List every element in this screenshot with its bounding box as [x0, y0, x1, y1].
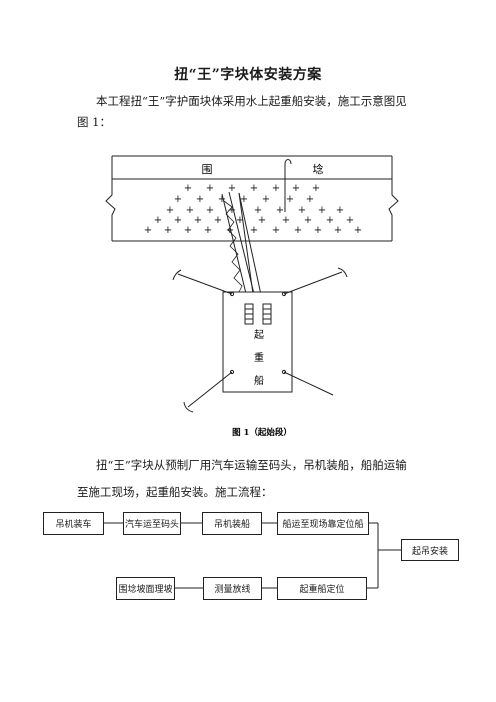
block-plus-mark: + [206, 205, 214, 216]
block-plus-mark: + [314, 225, 322, 236]
flow-step-survey: 测量放线 [203, 577, 262, 600]
block-plus-mark: + [164, 225, 172, 236]
para2-line-1: 扭“王”字块从预制厂用汽车运输至码头，吊机装船，船舶运输 [96, 458, 407, 472]
construction-diagram: 围 埝 ++++++++++++++++++++++++++++++++++++… [105, 155, 399, 438]
block-plus-mark: + [228, 183, 236, 194]
block-plus-mark: + [186, 205, 194, 216]
block-plus-mark: + [334, 225, 342, 236]
block-plus-mark: + [206, 183, 214, 194]
intro-line-2: 图 1： [77, 115, 111, 129]
crane-ship [222, 291, 293, 393]
block-plus-mark: + [204, 225, 212, 236]
left-break-symbol [105, 156, 116, 241]
hook-icon [284, 159, 292, 165]
ship-label-char-1: 起 [254, 329, 264, 341]
block-plus-mark: + [184, 225, 192, 236]
ship-label-char-2: 重 [254, 351, 264, 364]
block-plus-mark: + [346, 215, 354, 226]
block-plus-mark: + [240, 194, 248, 205]
block-plus-mark: + [236, 215, 244, 226]
block-plus-mark: + [254, 205, 262, 216]
flow-step-load-ship: 吊机装船 [202, 512, 262, 535]
block-plus-mark: + [294, 225, 302, 236]
block-plus-mark: + [306, 194, 314, 205]
right-break-symbol [388, 156, 399, 241]
flow-step-truck-to-wharf: 汽车运至码头 [123, 512, 181, 535]
block-plus-mark: + [312, 183, 320, 194]
block-plus-mark: + [214, 215, 222, 226]
block-plus-mark: + [250, 225, 258, 236]
block-plus-mark: + [336, 205, 344, 216]
flow-step-crane-positioning: 起重船定位 [277, 577, 367, 600]
block-plus-mark: + [174, 194, 182, 205]
block-plus-mark: + [292, 183, 300, 194]
winch-right [262, 303, 272, 325]
block-plus-mark: + [250, 183, 258, 194]
block-plus-mark: + [196, 194, 204, 205]
flow-step-load-truck: 吊机装车 [43, 512, 104, 535]
crane-boom [221, 191, 264, 305]
block-plus-mark: + [298, 205, 306, 216]
wall-label-left: 围 [202, 163, 213, 176]
diagram-caption: 图 1（起始段） [232, 427, 292, 438]
winch-left [244, 303, 254, 325]
block-plus-mark: + [166, 205, 174, 216]
block-plus-mark: + [218, 194, 226, 205]
block-plus-mark: + [262, 194, 270, 205]
ship-label-char-3: 船 [254, 374, 264, 387]
flow-step-ship-to-site: 船运至现场靠定位船 [277, 512, 369, 535]
block-plus-mark: + [286, 194, 294, 205]
page-title: 扭“王”字块体安装方案 [174, 67, 322, 83]
block-plus-mark: + [258, 215, 266, 226]
block-plus-mark: + [272, 183, 280, 194]
intro-line-1: 本工程扭“王”字护面块体采用水上起重船安装，施工示意图见 [96, 94, 407, 108]
anchor-lines [172, 267, 348, 413]
block-plus-mark: + [184, 183, 192, 194]
block-plus-mark: + [154, 215, 162, 226]
block-plus-mark: + [326, 215, 334, 226]
flow-step-lift-install: 起吊安装 [401, 539, 459, 561]
block-plus-mark: + [304, 215, 312, 226]
para2-line-2: 至施工现场，起重船安装。施工流程： [77, 485, 273, 499]
block-plus-mark: + [144, 225, 152, 236]
block-plus-mark: + [354, 225, 362, 236]
block-plus-mark: + [228, 205, 236, 216]
block-plus-mark: + [282, 215, 290, 226]
block-plus-marks: ++++++++++++++++++++++++++++++++++++++++… [144, 183, 362, 236]
flow-step-slope-trim: 围埝坡面理坡 [116, 577, 175, 600]
wall-label-right: 埝 [313, 162, 324, 176]
block-plus-mark: + [272, 225, 280, 236]
flowchart-connectors [104, 522, 401, 589]
block-plus-mark: + [276, 205, 284, 216]
block-plus-mark: + [194, 215, 202, 226]
block-plus-mark: + [174, 215, 182, 226]
block-plus-mark: + [226, 225, 234, 236]
block-plus-mark: + [318, 205, 326, 216]
